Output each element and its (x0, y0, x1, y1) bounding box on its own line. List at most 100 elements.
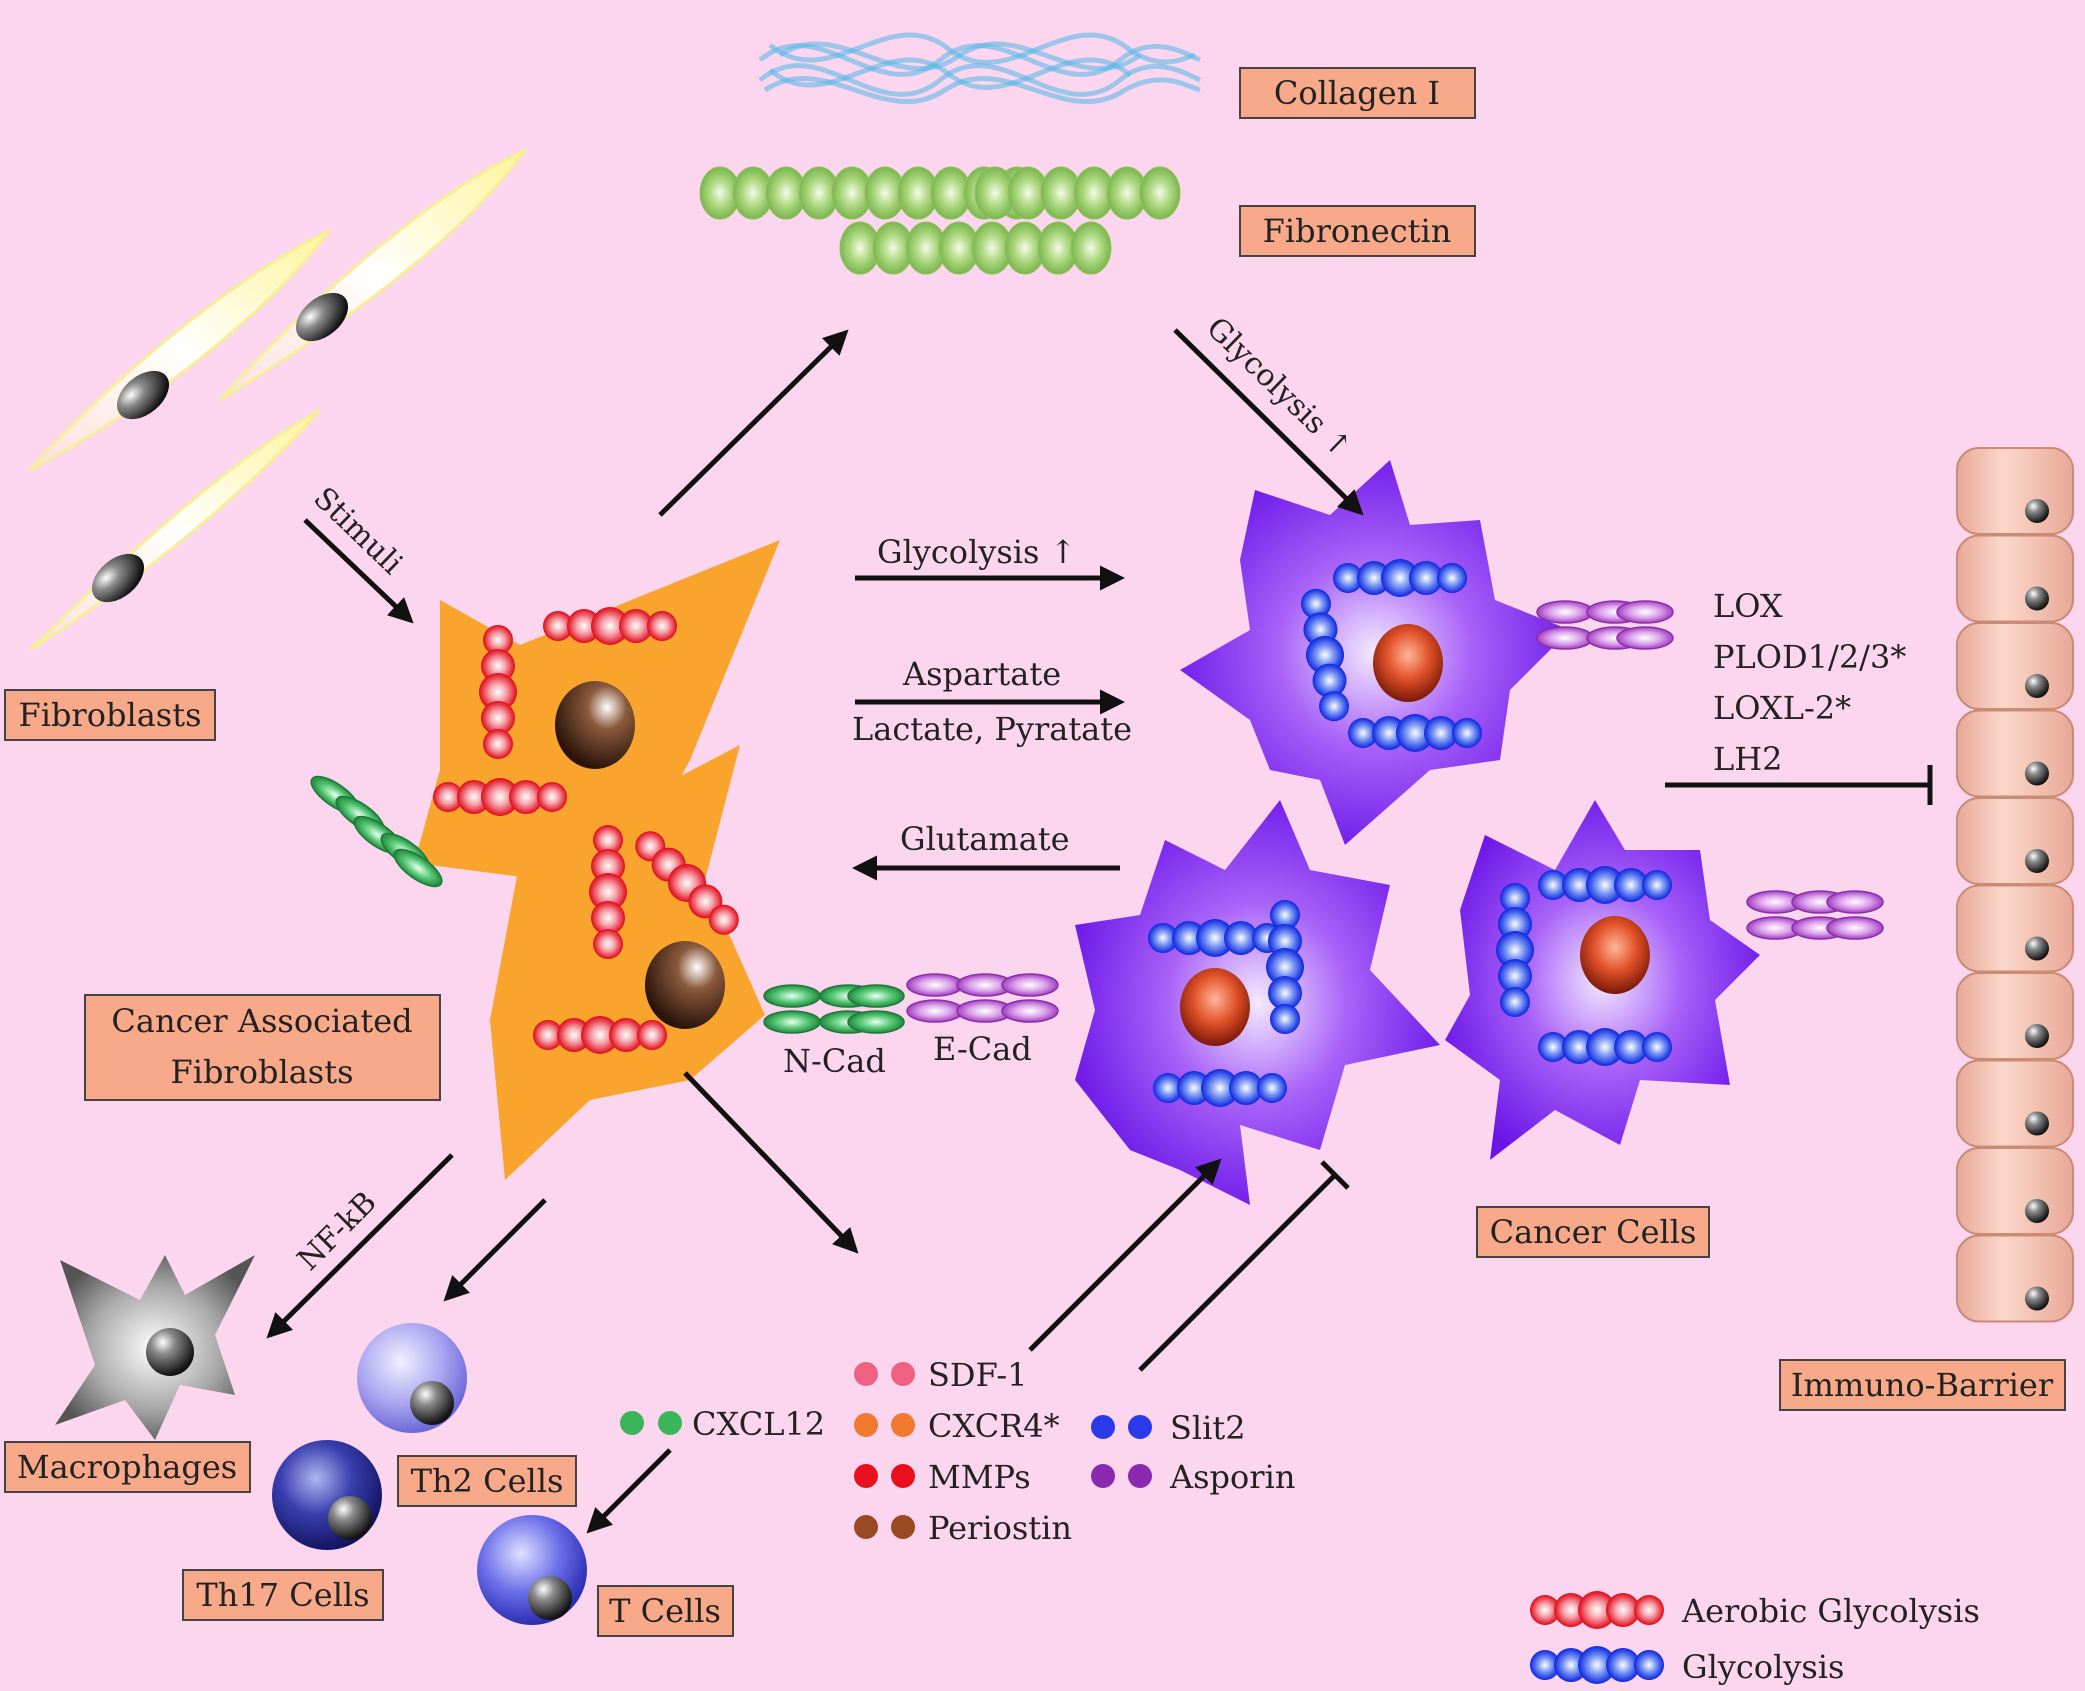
barrier-cell-nucleus (2025, 1199, 2049, 1223)
macrophages-label-box: Macrophages (4, 1441, 251, 1493)
cancer-cell-middle (1075, 800, 1440, 1205)
collagen-label-box: Collagen I (1239, 67, 1476, 119)
macrophages-label: Macrophages (17, 1448, 237, 1486)
bead (591, 849, 625, 883)
glycolysis-bead-chains (433, 559, 1672, 1107)
bead (567, 609, 601, 643)
caf-label-line1: Cancer Associated (111, 1002, 412, 1040)
ecad-label: E-Cad (933, 1030, 1032, 1068)
fibroblasts-label: Fibroblasts (19, 696, 202, 734)
ecad-molecules (906, 600, 1884, 1023)
bead (1496, 931, 1534, 969)
bead (1530, 1650, 1560, 1680)
bead (557, 1018, 591, 1052)
slit2-label: Slit2 (1170, 1409, 1246, 1447)
bead (688, 884, 723, 919)
fibronectin-bead (1070, 221, 1112, 275)
bead (619, 609, 653, 643)
legend-glycolysis-label: Glycolysis (1682, 1648, 1844, 1686)
bead (1586, 866, 1624, 904)
bead (1268, 976, 1302, 1010)
bead-chain (1348, 714, 1482, 752)
bead-chain (1266, 900, 1304, 1034)
asporin-label: Asporin (1169, 1458, 1295, 1496)
bead (1642, 870, 1672, 900)
bead (1554, 1648, 1588, 1682)
bead (591, 607, 629, 645)
legend: Aerobic Glycolysis Glycolysis (1530, 1591, 1980, 1686)
bead (543, 611, 573, 641)
tcells-label-box: T Cells (597, 1585, 734, 1637)
bead-chain (1148, 919, 1282, 957)
barrier-cell-nucleus (2025, 1111, 2049, 1136)
glycolysis-diagonal-label: Glycolysis ↑ (1199, 311, 1358, 466)
bead (1177, 1071, 1211, 1105)
barrier-cell (1956, 709, 2074, 798)
legend-glycolysis-beads (1530, 1646, 1664, 1684)
bead (1357, 561, 1391, 595)
glycolysis-label: Glycolysis ↑ (877, 533, 1076, 571)
bead (1578, 1646, 1616, 1684)
sdf1-beads (854, 1362, 915, 1386)
asporin-beads (1091, 1464, 1152, 1488)
bead (481, 649, 515, 683)
tcells-label: T Cells (609, 1592, 721, 1630)
mmps-beads (854, 1464, 915, 1488)
bead (1201, 1069, 1239, 1107)
caf-cell-lower (490, 745, 765, 1180)
bead (647, 611, 677, 641)
bead-chain (1153, 1069, 1287, 1107)
caf-green-molecules (310, 775, 443, 888)
barrier-cell-nucleus (2025, 761, 2049, 786)
cxcl12-beads (620, 1411, 682, 1435)
bead-chain (1538, 866, 1672, 904)
bead (1153, 1073, 1183, 1103)
periostin-beads (854, 1515, 915, 1539)
cxcr4-label: CXCR4* (928, 1407, 1060, 1445)
bead-chain (589, 825, 627, 959)
fibronectin-label: Fibronectin (1263, 212, 1452, 250)
ncad-label: N-Cad (783, 1042, 886, 1080)
barrier-cell (1956, 972, 2074, 1060)
cancer-cells-label: Cancer Cells (1490, 1213, 1697, 1251)
aspartate-label: Aspartate (902, 655, 1061, 693)
bead (591, 901, 625, 935)
bead (1196, 919, 1234, 957)
bead (593, 825, 623, 855)
nfkb-label: NF-kB (291, 1185, 384, 1278)
bead (1538, 870, 1568, 900)
bead (1452, 718, 1482, 748)
cancer-cell-top (1180, 460, 1570, 845)
bead (637, 1020, 667, 1050)
bead (1257, 1073, 1287, 1103)
bead (1270, 900, 1300, 930)
bead (1554, 1593, 1588, 1627)
immuno-barrier-label-box: Immuno-Barrier (1779, 1359, 2066, 1411)
bead (1562, 1030, 1596, 1064)
barrier-cell (1956, 447, 2074, 535)
enzyme-list: LOX PLOD1/2/3* LOXL-2* LH2 (1713, 587, 1906, 778)
collagen-label: Collagen I (1274, 74, 1440, 112)
bead (1268, 924, 1302, 958)
cxcr4-beads (854, 1413, 915, 1437)
fibroblasts-label-box: Fibroblasts (4, 689, 216, 741)
bead (1606, 1648, 1640, 1682)
bead (457, 780, 491, 814)
bead-chain (543, 607, 677, 645)
legend-aerobic-label: Aerobic Glycolysis (1681, 1592, 1980, 1630)
enzyme-plod: PLOD1/2/3* (1713, 638, 1906, 676)
fibroblast-cells (28, 146, 530, 652)
enzyme-lox: LOX (1713, 587, 1783, 625)
bead (483, 729, 513, 759)
fibronectin-beads (699, 166, 1181, 275)
bead (1319, 691, 1350, 722)
periostin-label: Periostin (928, 1509, 1072, 1547)
bead (1437, 563, 1467, 593)
bead (1424, 716, 1458, 750)
barrier-cell-nucleus (2025, 936, 2049, 961)
bead (481, 778, 519, 816)
secreted-factors: SDF-1 CXCR4* MMPs Periostin CXCL12 Slit2… (620, 1356, 1295, 1547)
bead (1634, 1595, 1664, 1625)
